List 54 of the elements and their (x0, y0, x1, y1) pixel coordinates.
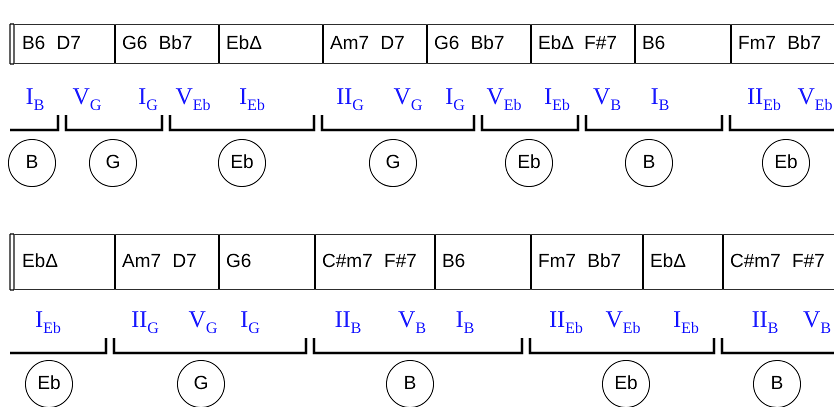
measure-box: C#m7 F#7 (314, 234, 436, 290)
roman-numeral: II$_{G}$ (131, 307, 159, 333)
roman-numeral: II$_{B}$ (334, 307, 362, 333)
key-circle: B (753, 360, 801, 407)
measure-box: EbΔ (218, 24, 324, 64)
measure-box: Am7 D7 (322, 24, 428, 64)
measure-box: G6 Bb7 (114, 24, 220, 64)
roman-numeral: II$_{Eb}$ (747, 84, 781, 110)
roman-numeral: I$_{G}$ (445, 84, 465, 110)
roman-numeral: V$_{G}$ (188, 307, 218, 333)
key-circle: G (89, 139, 137, 187)
roman-numeral: V$_{G}$ (72, 84, 102, 110)
roman-numeral: V$_{Eb}$ (175, 84, 211, 110)
roman-numeral: V$_{Eb}$ (797, 84, 833, 110)
key-circle: G (177, 360, 225, 407)
roman-numeral: V$_{G}$ (394, 84, 422, 110)
measure-box: EbΔ (14, 234, 116, 290)
measure-box: B6 D7 (14, 24, 116, 64)
roman-numeral: II$_{B}$ (752, 307, 778, 333)
roman-numeral: V$_{B}$ (803, 307, 831, 333)
measure-box: Am7 D7 (114, 234, 220, 290)
key-circle: Eb (762, 139, 810, 187)
measure-box: C#m7 F#7 (722, 234, 834, 290)
key-circle: Eb (602, 360, 650, 407)
key-circle: Eb (218, 139, 266, 187)
measure-box: G6 Bb7 (426, 24, 532, 64)
measure-box: Fm7 Bb7 (530, 234, 644, 290)
key-circle: G (369, 139, 417, 187)
measure-box: B6 (434, 234, 532, 290)
key-circle: Eb (25, 360, 73, 407)
measure-box: G6 (218, 234, 316, 290)
roman-numeral: I$_{Eb}$ (239, 84, 265, 110)
measure-box: EbΔ F#7 (530, 24, 636, 64)
roman-numeral: I$_{B}$ (26, 84, 44, 110)
key-circle: B (386, 360, 434, 407)
measure-box: B6 (634, 24, 732, 64)
roman-numeral: V$_{B}$ (593, 84, 621, 110)
key-circle: B (8, 139, 56, 187)
key-circle: Eb (505, 139, 553, 187)
roman-numeral: II$_{Eb}$ (549, 307, 583, 333)
roman-numeral: II$_{G}$ (336, 84, 364, 110)
roman-numeral: I$_{G}$ (138, 84, 158, 110)
roman-numeral: I$_{B}$ (456, 307, 474, 333)
roman-numeral: I$_{Eb}$ (544, 84, 570, 110)
measure-box: Fm7 Bb7 (730, 24, 834, 64)
roman-numeral: V$_{Eb}$ (605, 307, 641, 333)
measure-box: EbΔ (642, 234, 724, 290)
roman-numeral: I$_{B}$ (650, 84, 670, 110)
roman-numeral: I$_{Eb}$ (673, 307, 699, 333)
key-circle: B (625, 139, 673, 187)
roman-numeral: V$_{B}$ (398, 307, 426, 333)
roman-numeral: I$_{Eb}$ (35, 307, 61, 333)
roman-numeral: V$_{Eb}$ (486, 84, 522, 110)
roman-numeral: I$_{G}$ (240, 307, 260, 333)
